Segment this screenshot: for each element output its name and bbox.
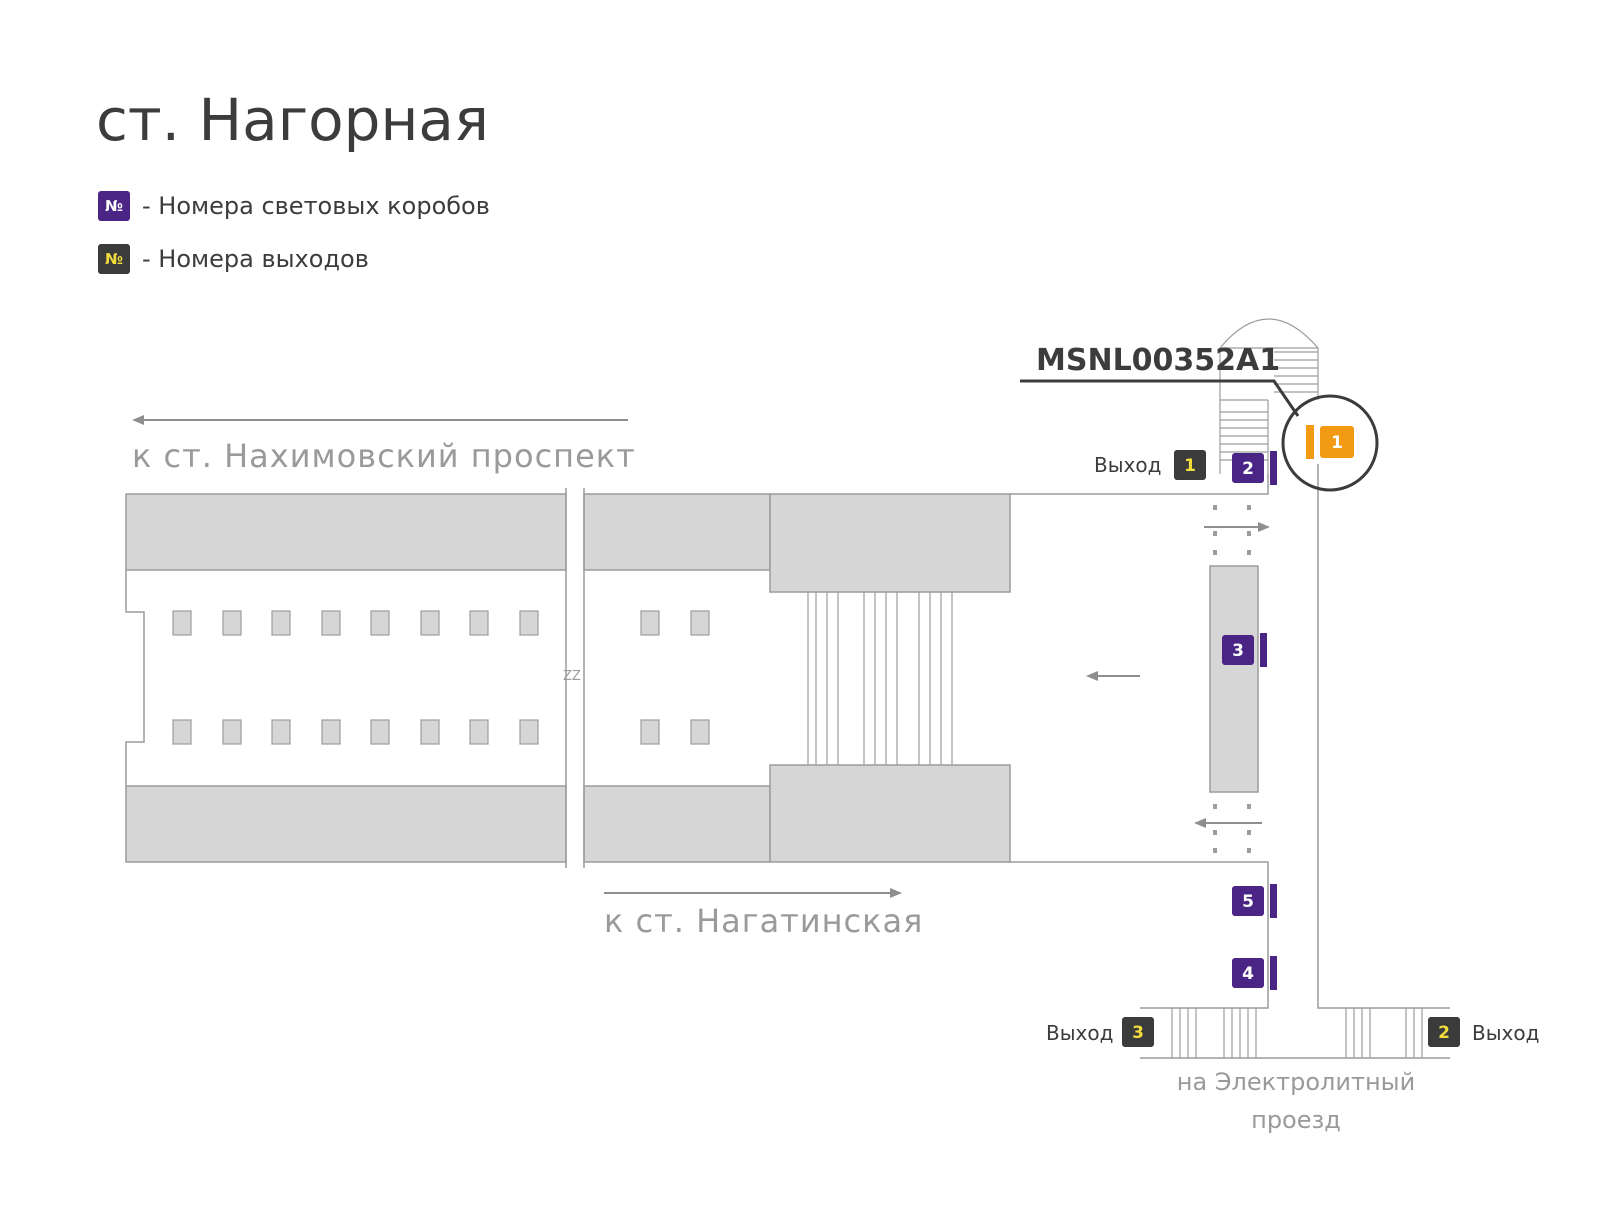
street-label-line1: на Электролитный xyxy=(1177,1068,1415,1096)
west-direction-label: к ст. Нахимовский проспект xyxy=(132,437,636,475)
lightbox-4: 4 xyxy=(1232,956,1277,990)
svg-text:4: 4 xyxy=(1242,964,1254,984)
exit-legend-icon: № xyxy=(98,244,130,274)
columns xyxy=(172,610,710,745)
svg-text:2: 2 xyxy=(1242,459,1254,479)
legend-exits: № - Номера выходов xyxy=(98,243,369,275)
exit-3: Выход 3 xyxy=(1046,1017,1154,1047)
highlight-lightbox-bar xyxy=(1306,425,1314,459)
svg-text:Выход: Выход xyxy=(1472,1021,1539,1045)
legend-lightbox: № - Номера световых коробов xyxy=(98,190,490,222)
svg-text:5: 5 xyxy=(1242,892,1254,912)
page-title: ст. Нагорная xyxy=(96,86,489,154)
platform-walls xyxy=(125,493,1011,863)
exit-legend-text: - Номера выходов xyxy=(142,245,369,273)
svg-text:1: 1 xyxy=(1184,456,1196,476)
east-direction-label: к ст. Нагатинская xyxy=(604,902,923,940)
lightbox-legend-icon: № xyxy=(98,191,130,221)
break-mark: ZZ xyxy=(563,669,581,684)
break-lines xyxy=(565,488,585,868)
vestibule-pillar xyxy=(1209,565,1259,793)
lightbox-2: 2 xyxy=(1232,451,1277,485)
lightbox-3: 3 xyxy=(1222,633,1267,667)
svg-text:2: 2 xyxy=(1438,1023,1450,1043)
lightbox-legend-text: - Номера световых коробов xyxy=(142,192,490,220)
bottom-stairs xyxy=(1171,1008,1423,1058)
svg-text:3: 3 xyxy=(1132,1023,1144,1043)
highlight-circle xyxy=(1281,394,1379,492)
callout-leader-line xyxy=(1020,379,1300,417)
central-stairs xyxy=(807,592,953,765)
svg-text:Выход: Выход xyxy=(1046,1021,1113,1045)
svg-text:3: 3 xyxy=(1232,641,1244,661)
svg-text:Выход: Выход xyxy=(1094,453,1161,477)
exit-2: 2 Выход xyxy=(1428,1017,1539,1047)
highlight-code: MSNL00352A1 xyxy=(1036,343,1280,378)
highlight-lightbox-badge xyxy=(1320,426,1354,458)
platform-end-wall xyxy=(125,570,145,786)
turnstile-dots xyxy=(1213,505,1251,853)
exit-1: Выход 1 xyxy=(1094,450,1206,480)
exit1-stairs xyxy=(1219,318,1319,474)
street-label-line2: проезд xyxy=(1251,1106,1341,1134)
highlight-lightbox-number: 1 xyxy=(1331,433,1343,453)
lightbox-5: 5 xyxy=(1232,884,1277,918)
